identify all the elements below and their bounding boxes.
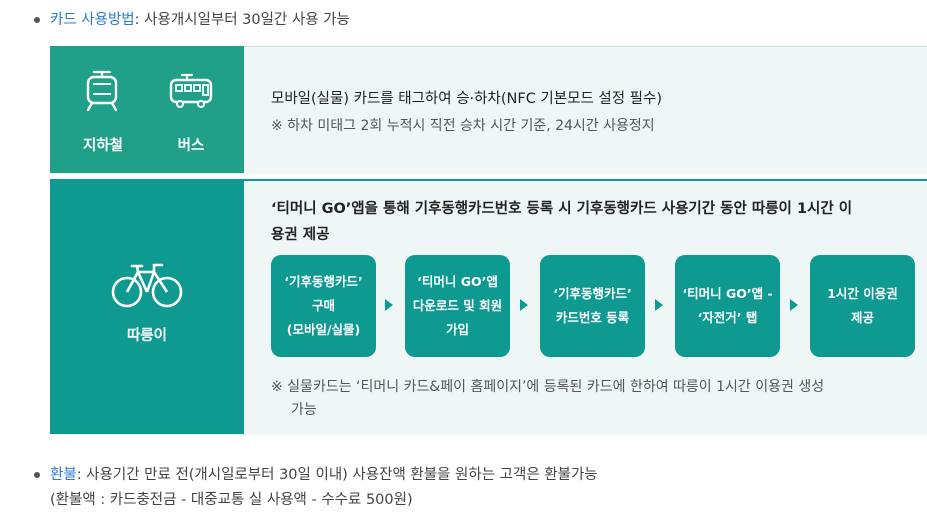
refund-text: : 사용기간 만료 전(개시일로부터 30일 이내) 사용잔액 환불을 원하는 …: [76, 467, 598, 483]
step-4: ‘티머니 GO’앱 - ‘자전거’ 탭: [675, 255, 780, 357]
step-arrow-2: [520, 299, 528, 311]
subway-icon: [86, 70, 118, 112]
bullet-dot: [34, 472, 40, 478]
step-4-line-2: ‘자전거’ 탭: [697, 310, 758, 325]
bicycle-icon: [111, 263, 183, 308]
bus-label: 버스: [177, 138, 205, 154]
step-2-line-3: 가입: [445, 322, 469, 337]
refund-formula: (환불액 : 카드충전금 - 대중교통 실 사용액 - 수수료 500원): [50, 492, 413, 508]
step-1-line-3: (모바일/실물): [286, 322, 361, 337]
step-1-line-1: ‘기후동행카드’: [284, 274, 363, 289]
usage-line: 카드 사용방법: 사용개시일부터 30일간 사용 가능: [50, 9, 350, 31]
usage-keyword: 카드 사용방법: [50, 12, 135, 28]
step-arrow-3: [655, 299, 663, 311]
step-arrow-4: [790, 299, 798, 311]
transit-title: 모바일(실물) 카드를 태그하여 승·하차(NFC 기본모드 설정 필수): [271, 91, 663, 107]
subway-label: 지하철: [82, 138, 124, 154]
step-5-line-1: 1시간 이용권: [827, 286, 898, 301]
bike-title-line2: 용권 제공: [271, 227, 330, 243]
step-4-line-1: ‘티머니 GO’앱 -: [682, 286, 773, 301]
step-3-line-2: 카드번호 등록: [555, 310, 630, 325]
step-5: 1시간 이용권 제공: [810, 255, 915, 357]
bike-note-line1: ※ 실물카드는 ‘티머니 카드&페이 홈페이지’에 등록된 카드에 한하여 따릉…: [271, 379, 825, 395]
step-3-line-1: ‘기후동행카드’: [553, 286, 632, 301]
step-1: ‘기후동행카드’ 구매 (모바일/실물): [271, 255, 376, 357]
step-3: ‘기후동행카드’ 카드번호 등록: [540, 255, 645, 357]
bike-note-line2: 가능: [291, 402, 317, 418]
bullet-dot: [34, 17, 40, 23]
step-arrow-1: [385, 299, 393, 311]
refund-line: 환불: 사용기간 만료 전(개시일로부터 30일 이내) 사용잔액 환불을 원하…: [50, 464, 598, 486]
transit-icon-box: 지하철 버스: [50, 46, 244, 173]
transit-note: ※ 하차 미태그 2회 누적시 직전 승차 시간 기준, 24시간 사용정지: [271, 118, 655, 134]
step-1-line-2: 구매: [311, 298, 335, 313]
step-2-line-2: 다운로드 및 회원: [412, 298, 503, 313]
step-5-line-2: 제공: [850, 310, 874, 325]
bike-label: 따릉이: [126, 328, 168, 344]
step-2: ‘티머니 GO’앱 다운로드 및 회원 가입: [405, 255, 510, 357]
usage-text: : 사용개시일부터 30일간 사용 가능: [134, 12, 350, 28]
step-2-line-1: ‘티머니 GO’앱: [417, 274, 498, 289]
bike-title-line1: ‘티머니 GO’앱을 통해 기후동행카드번호 등록 시 기후동행카드 사용기간 …: [271, 201, 853, 217]
bike-icon-box: 따릉이: [50, 179, 244, 434]
refund-keyword: 환불: [50, 467, 77, 483]
bus-icon: [169, 73, 213, 108]
